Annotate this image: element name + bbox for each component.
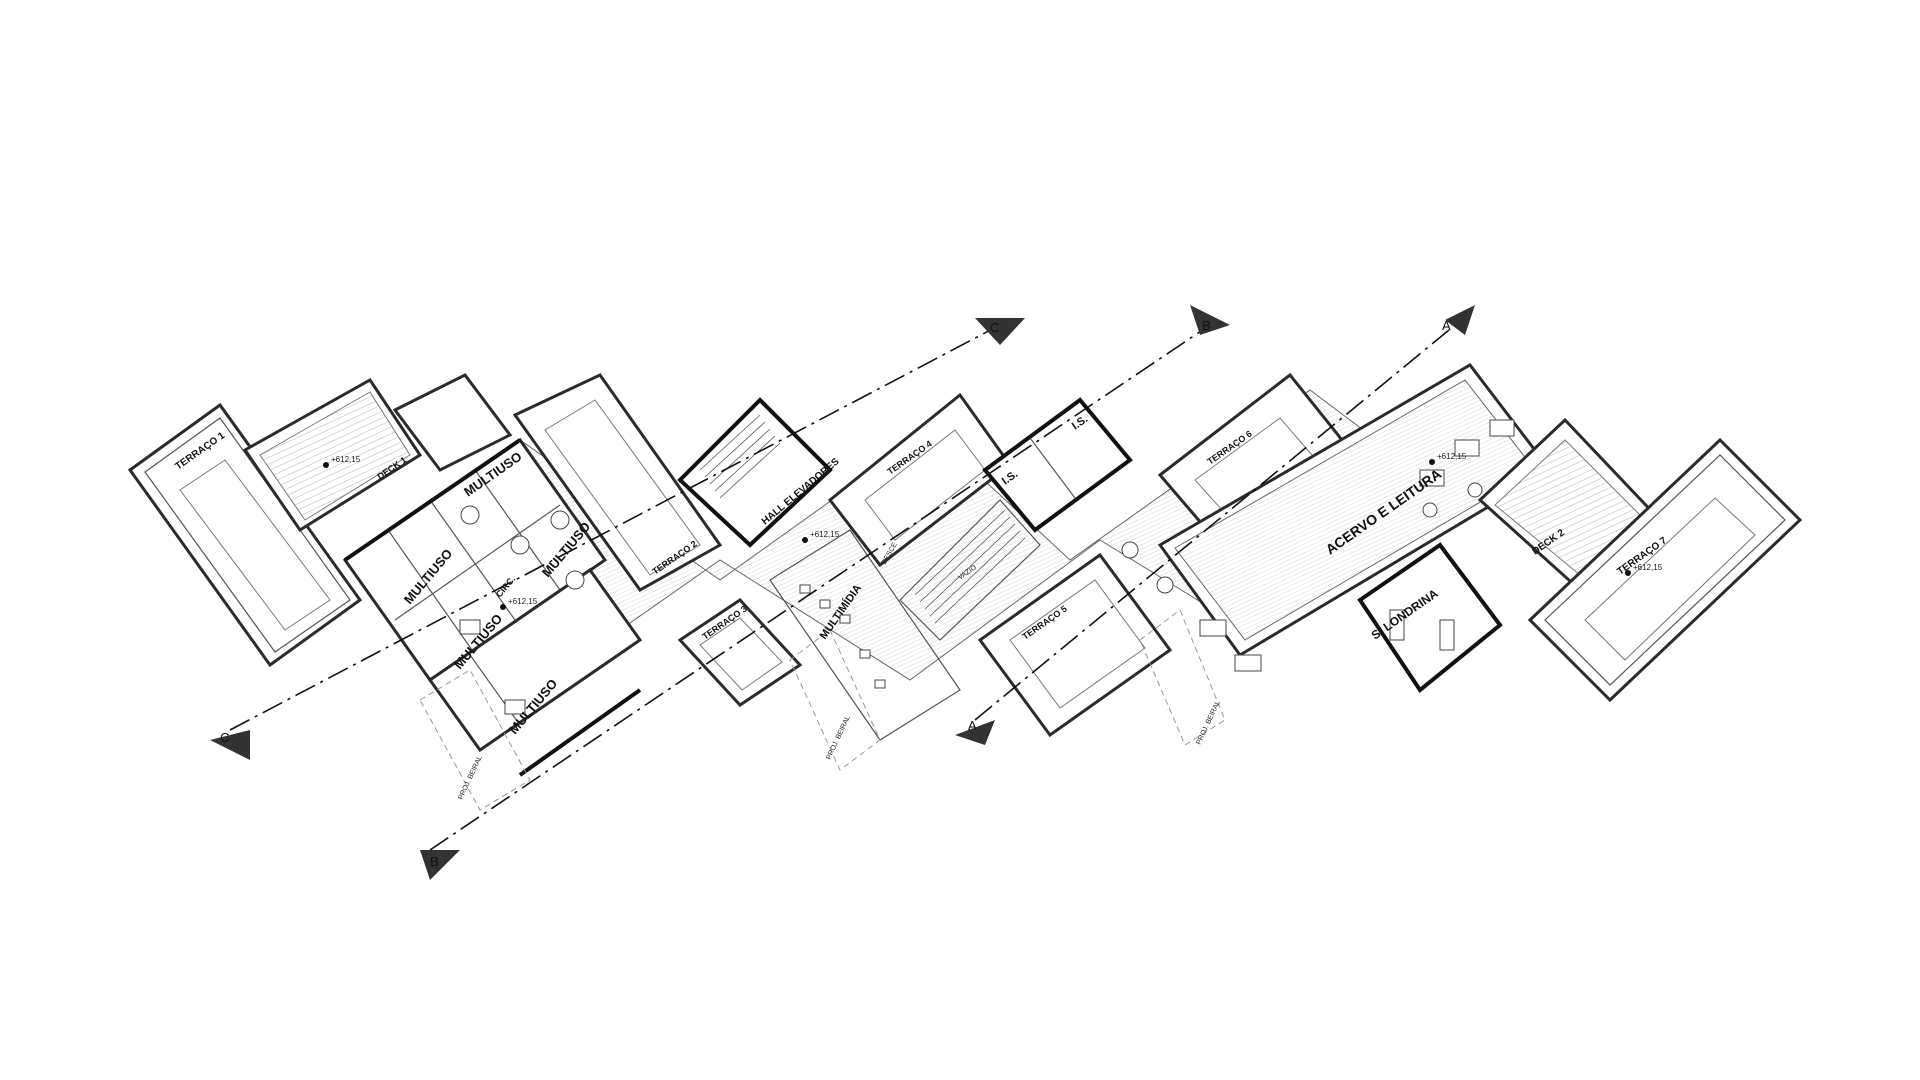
- section-marker-b-bottom: B: [420, 850, 460, 880]
- level-mark-icon: [1625, 570, 1631, 576]
- sala-londrina: [1357, 542, 1503, 693]
- furniture: [459, 419, 1515, 715]
- terraco-5-wing: [977, 552, 1173, 738]
- section-marker-c-top: C: [975, 318, 1025, 345]
- level-marks: +612,15 +612,15 +612,15 +612,15 +612,15: [323, 452, 1663, 610]
- section-marker-c-bottom: C: [210, 730, 250, 760]
- level-1: +612,15: [331, 455, 361, 464]
- section-marker-a-top: A: [1442, 305, 1475, 335]
- terraco-1-wing: [127, 402, 363, 668]
- section-lines: [229, 324, 1456, 851]
- level-mark-icon: [1429, 459, 1435, 465]
- level-2: +612,15: [508, 597, 538, 606]
- central-stair: [899, 499, 1041, 641]
- terraco-7-wing: [1527, 437, 1803, 703]
- level-mark-icon: [323, 462, 329, 468]
- note-proj-beiral-3: PROJ. BEIRAL: [1195, 700, 1221, 746]
- marker-c-top-label: C: [990, 320, 999, 335]
- marker-b-top-label: B: [1202, 318, 1211, 333]
- multiuso-lower: [427, 567, 643, 777]
- level-mark-icon: [802, 537, 808, 543]
- multiuso-block: [342, 437, 608, 683]
- marker-a-top-label: A: [1442, 318, 1451, 333]
- level-mark-icon: [500, 604, 506, 610]
- note-proj-beiral-2: PROJ. BEIRAL: [825, 715, 851, 761]
- deck-1: [242, 373, 513, 533]
- level-3: +612,15: [810, 530, 840, 539]
- section-marker-b-top: B: [1190, 305, 1230, 335]
- is-block: [982, 397, 1133, 533]
- eave-projections: [419, 609, 1226, 811]
- stair-core: [677, 397, 833, 548]
- acervo-leitura: [1157, 363, 1553, 657]
- level-4: +612,15: [1437, 452, 1467, 461]
- multimidia-room: [769, 529, 961, 741]
- section-marker-a-bottom: A: [955, 718, 995, 745]
- terraco-3-wing: [677, 598, 803, 707]
- marker-c-bottom-label: C: [220, 730, 229, 745]
- marker-b-bottom-label: B: [430, 854, 439, 869]
- level-5: +612,15: [1633, 563, 1663, 572]
- marker-a-bottom-label: A: [968, 718, 977, 733]
